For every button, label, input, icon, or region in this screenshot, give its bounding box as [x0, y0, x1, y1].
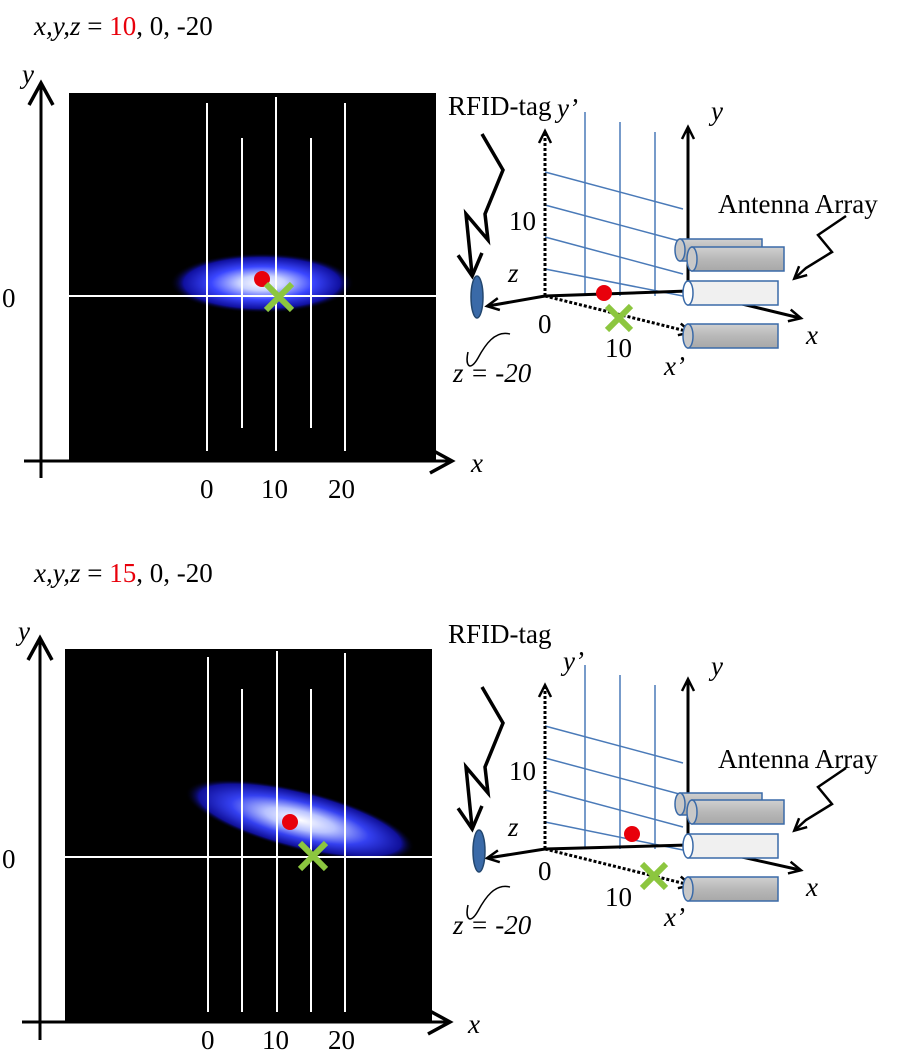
panel-2-z-axis	[484, 847, 546, 864]
panel-1-y-tick: 0	[2, 283, 16, 313]
panel-2-diagram: RFID-tag Antenna Array y’ y x x’ z 10 0 …	[448, 619, 878, 940]
rfid-tag-icon	[472, 829, 486, 873]
panel-1-origin-label: 0	[538, 309, 552, 339]
panel-2-header-prefix: x,y,z	[33, 558, 81, 588]
panel-2-header-x-value: 15	[109, 558, 136, 588]
z-pointer-curve	[466, 885, 511, 920]
panel-2-y-label: y	[708, 651, 723, 681]
estimate-dot-icon	[624, 826, 640, 842]
panel-2-xprime-label: x’	[663, 902, 685, 932]
panel-1-header-rest: , 0, -20	[136, 11, 213, 41]
panel-1: x,y,z = 10, 0, -20 y x 0 0 10 20	[2, 11, 878, 504]
true-position-cross-icon	[639, 861, 669, 891]
panel-2-tag-line	[544, 843, 689, 851]
panel-2-antenna-label: Antenna Array	[718, 744, 878, 774]
lightning-arrow-icon	[792, 214, 847, 281]
panel-2-x-tick-20: 20	[328, 1025, 355, 1052]
panel-1-tick-10-vertical: 10	[509, 206, 536, 236]
estimate-dot-icon	[282, 814, 298, 830]
panel-1-x-tick-10: 10	[261, 474, 288, 504]
panel-2-z-eq: z = -20	[452, 910, 532, 940]
panel-1-x-tick-0: 0	[200, 474, 214, 504]
antenna-cylinder-icon	[674, 792, 785, 902]
panel-1-y-axis-label: y	[19, 59, 34, 89]
panel-2-x-axis-label: x	[467, 1009, 480, 1039]
z-pointer-curve	[466, 332, 511, 367]
panel-2-rfid-label: RFID-tag	[448, 619, 552, 649]
panel-1-z-eq: z = -20	[452, 358, 532, 388]
panel-2-z-label: z	[507, 812, 519, 842]
panel-2-xprime-axis	[544, 847, 694, 890]
panel-1-heatmap	[69, 93, 436, 461]
panel-2-tick-10-horizontal: 10	[605, 882, 632, 912]
panel-2-y-tick: 0	[2, 844, 16, 874]
rfid-tag-icon	[470, 275, 484, 319]
panel-1-grid	[544, 112, 684, 297]
panel-2-header: x,y,z = 15, 0, -20	[33, 558, 213, 588]
panel-1-header-eq: =	[81, 11, 110, 41]
estimate-dot-icon	[254, 271, 270, 287]
panel-1-z-label: z	[507, 258, 519, 288]
panel-2-grid	[544, 665, 684, 851]
estimate-dot-icon	[596, 285, 612, 301]
lightning-arrow-icon	[792, 766, 847, 833]
panel-2-y-axis-label: y	[15, 616, 30, 646]
true-position-cross-icon	[297, 840, 329, 872]
panel-2-x-tick-10: 10	[262, 1025, 289, 1052]
panel-2-header-eq: =	[81, 558, 110, 588]
panel-1-header-prefix: x,y,z	[33, 11, 81, 41]
lightning-arrow-icon	[456, 686, 505, 833]
panel-1-antenna-label: Antenna Array	[718, 189, 878, 219]
panel-1-x-tick-20: 20	[328, 474, 355, 504]
panel-1-header: x,y,z = 10, 0, -20	[33, 11, 213, 41]
panel-1-x-label: x	[805, 320, 818, 350]
panel-2-yprime-label: y’	[560, 646, 584, 676]
antenna-cylinder-icon	[674, 238, 785, 349]
panel-1-yprime-label: y’	[554, 93, 578, 123]
panel-1-rfid-label: RFID-tag	[448, 91, 552, 121]
panel-2: x,y,z = 15, 0, -20 y x 0 0 10 20	[2, 558, 878, 1052]
panel-1-x-axis-label: x	[470, 448, 483, 478]
panel-1-diagram: RFID-tag Antenna Array y’ y x x’ z 10 0 …	[448, 91, 878, 388]
panel-1-y-label: y	[708, 96, 723, 126]
panel-1-header-x-value: 10	[109, 11, 136, 41]
panel-2-origin-label: 0	[538, 856, 552, 886]
panel-2-x-label: x	[805, 872, 818, 902]
panel-2-x-tick-0: 0	[201, 1025, 215, 1052]
panel-1-xprime-label: x’	[663, 351, 685, 381]
true-position-cross-icon	[263, 281, 295, 313]
panel-2-tick-10-vertical: 10	[509, 756, 536, 786]
panel-2-header-rest: , 0, -20	[136, 558, 213, 588]
true-position-cross-icon	[604, 303, 634, 333]
panel-1-z-axis	[484, 294, 546, 312]
panel-1-tag-line	[544, 289, 689, 298]
panel-2-heatmap	[65, 649, 432, 1021]
panel-1-tick-10-horizontal: 10	[605, 333, 632, 363]
lightning-arrow-icon	[456, 133, 505, 280]
